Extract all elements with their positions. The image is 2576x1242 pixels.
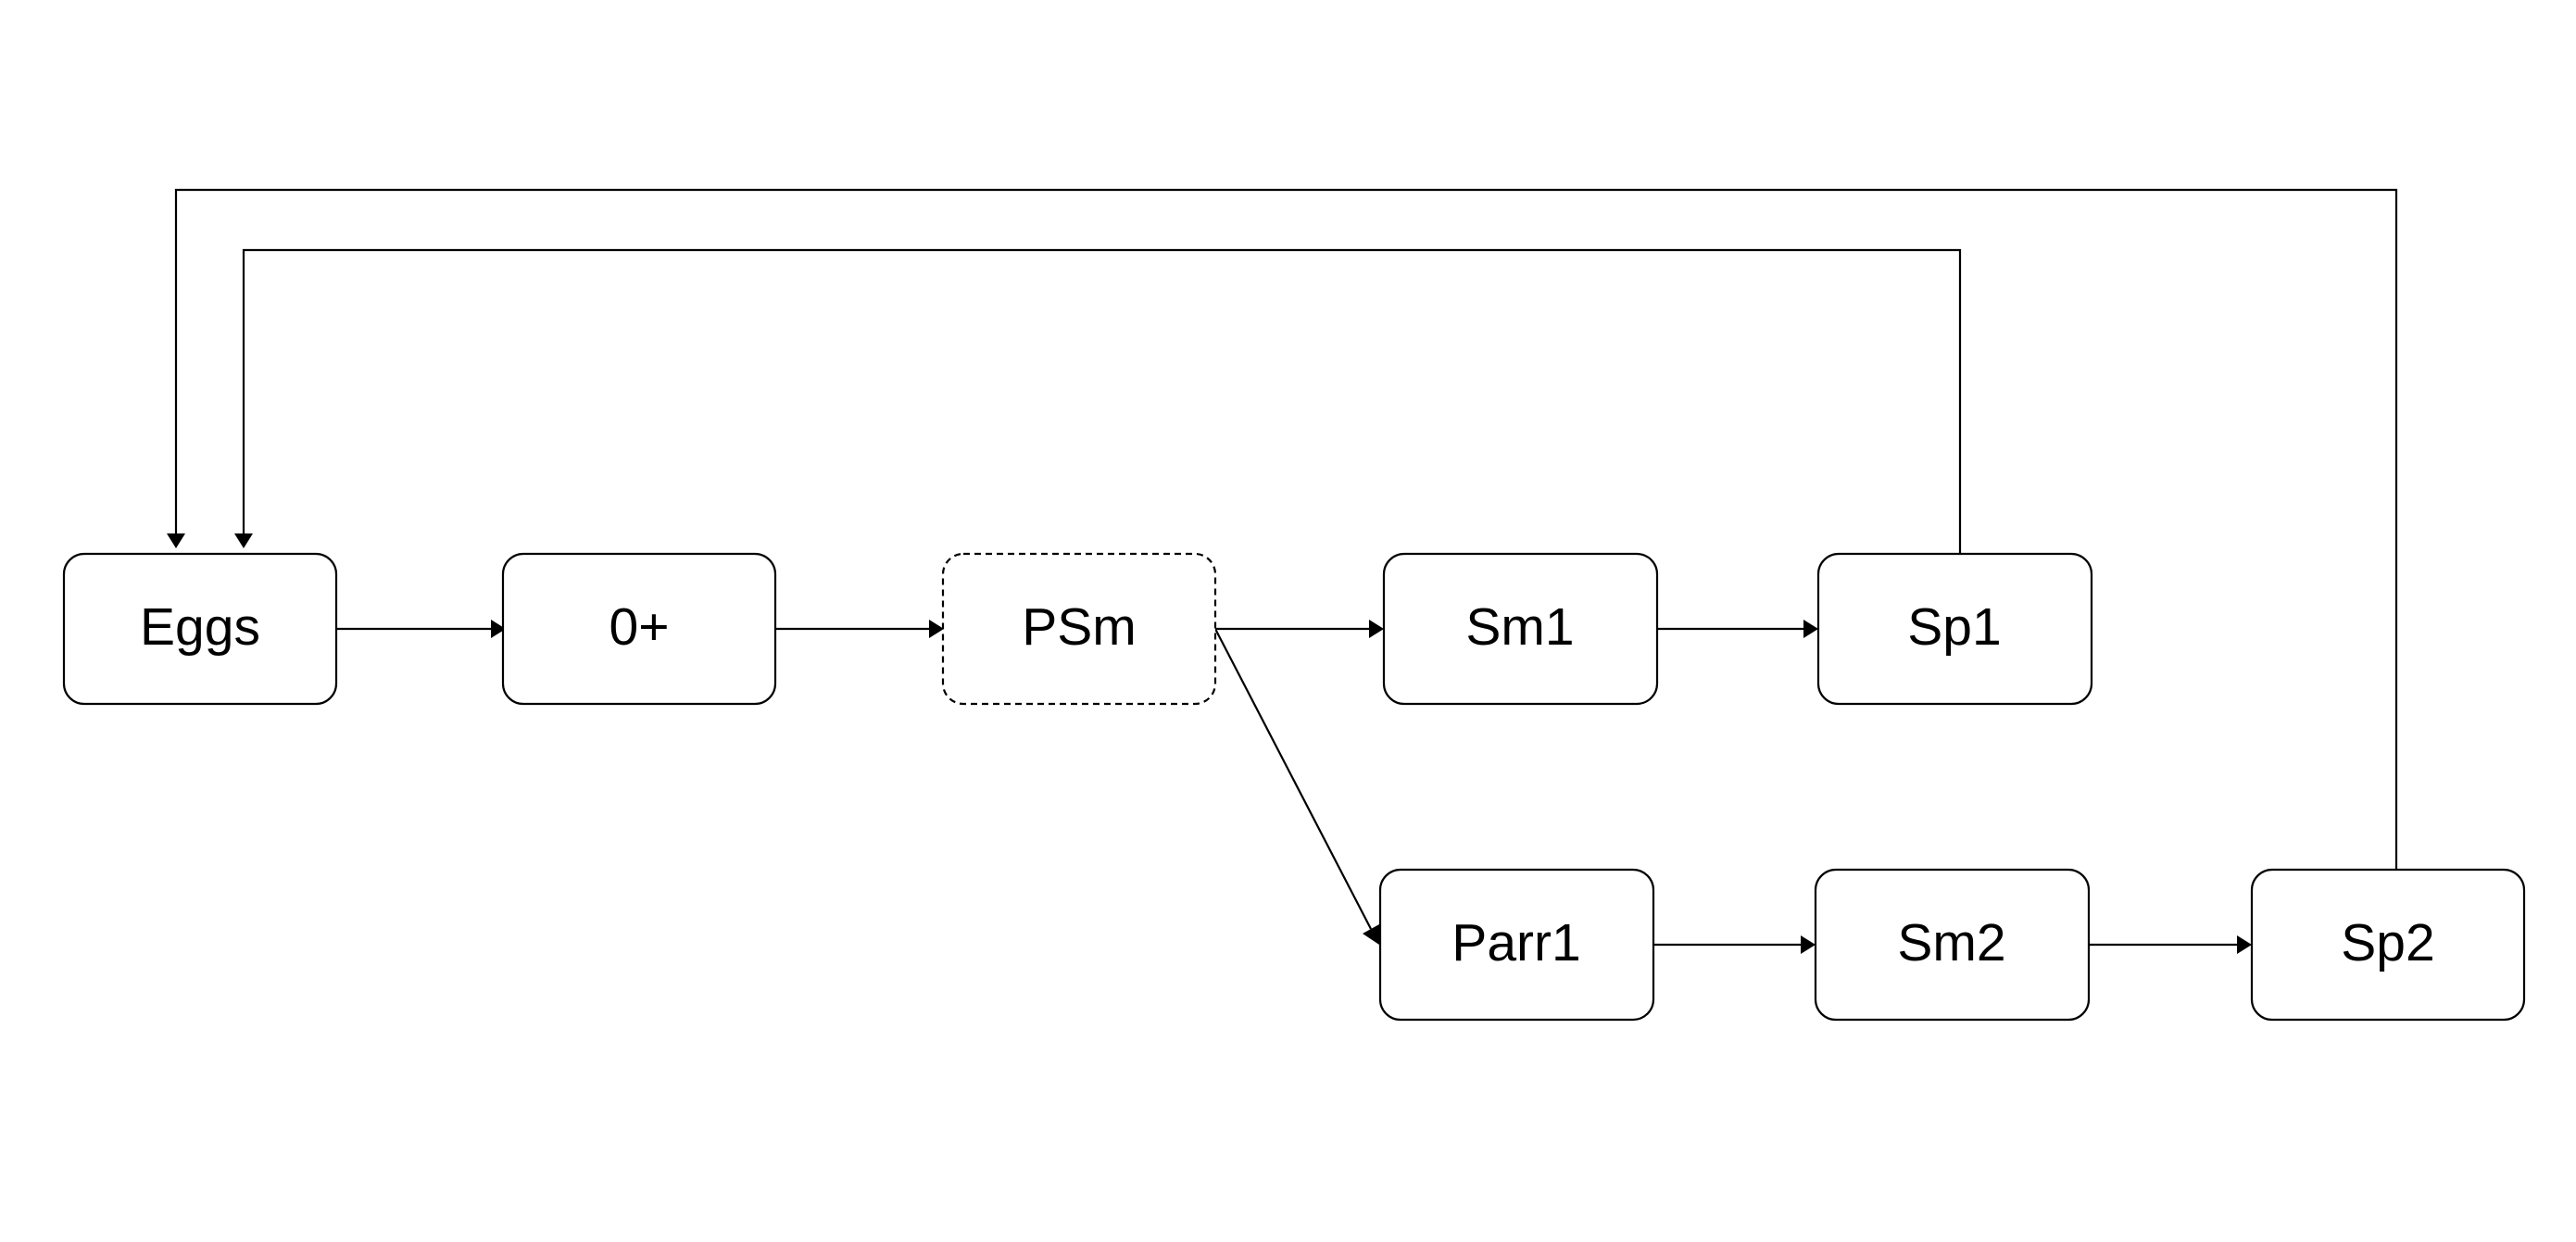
edge-0plus-to-psm [775, 620, 944, 638]
nodes: Eggs 0+ PSm Sm1 Sp1 Parr1 Sm2 Sp2 [62, 552, 2526, 1022]
node-eggs-label: Eggs [140, 597, 260, 657]
edge-psm-to-parr1 [1214, 628, 1379, 945]
node-sp2-label: Sp2 [2341, 913, 2434, 972]
node-sm2-label: Sm2 [1897, 913, 2005, 972]
edge-sm2-to-sp2 [2089, 935, 2252, 954]
arrowhead [1363, 924, 1379, 945]
edge-psm-to-sm1 [1215, 620, 1384, 638]
node-eggs: Eggs [62, 552, 338, 706]
arrowhead [1369, 620, 1384, 638]
edge-sm1-to-sp1 [1657, 620, 1818, 638]
node-sp1-label: Sp1 [1907, 597, 2001, 657]
node-0plus: 0+ [501, 552, 777, 706]
node-psm: PSm [941, 552, 1217, 706]
node-sm1-label: Sm1 [1465, 597, 1574, 657]
node-sp2: Sp2 [2250, 868, 2526, 1022]
arrowhead [234, 533, 253, 548]
node-parr1: Parr1 [1378, 868, 1655, 1022]
edge-sp2-to-eggs [167, 188, 2398, 870]
arrowhead [167, 533, 185, 548]
arrowhead [2237, 935, 2252, 954]
node-sm2: Sm2 [1814, 868, 2091, 1022]
arrowhead [491, 620, 506, 638]
edges [167, 188, 2398, 954]
node-sp1: Sp1 [1816, 552, 2093, 706]
arrowhead [929, 620, 944, 638]
arrowhead [1801, 935, 1816, 954]
edge-sp1-to-eggs [234, 248, 1962, 554]
node-parr1-label: Parr1 [1451, 913, 1580, 972]
node-sm1: Sm1 [1382, 552, 1659, 706]
arrowhead [1803, 620, 1818, 638]
node-psm-label: PSm [1022, 597, 1137, 657]
edge-eggs-to-0plus [337, 620, 506, 638]
edge-parr1-to-sm2 [1653, 935, 1816, 954]
node-0plus-label: 0+ [609, 597, 670, 657]
